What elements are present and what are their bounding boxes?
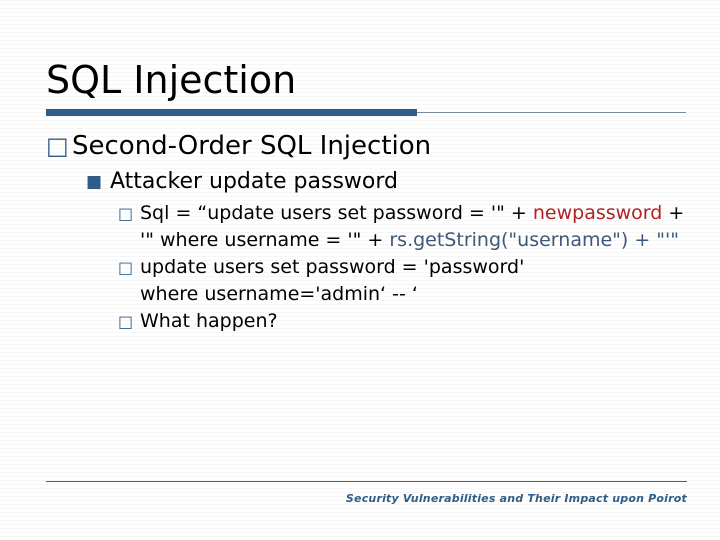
sql-segment-plain-1: Sql = “update users set password = '" + xyxy=(140,202,533,224)
bullet-level2-label: Attacker update password xyxy=(110,169,398,194)
sql-segment-plain-2: + '" where username = '" + xyxy=(140,202,685,251)
bullet-level1-label: Second-Order SQL Injection xyxy=(72,131,432,161)
hollow-square-bullet-icon: □ xyxy=(118,258,134,277)
bullet-level1-second-order-sql-injection: □ Second-Order SQL Injection xyxy=(46,128,686,164)
slide-body: □ Second-Order SQL Injection ■ Attacker … xyxy=(46,128,686,335)
sql-segment-newpassword-variable: newpassword xyxy=(532,202,663,224)
bullet-level3-sql-statement: □ Sql = “update users set password = '" … xyxy=(118,200,686,254)
title-block: SQL Injection xyxy=(46,58,676,102)
hollow-square-bullet-icon: □ xyxy=(46,132,69,160)
sql-segment-getstring-call: rs.getString("username") + "'" xyxy=(389,229,680,251)
bullet-level3-injected-query: □ update users set password = 'password'… xyxy=(118,254,686,308)
footer-text: Security Vulnerabilities and Their Impac… xyxy=(345,492,687,505)
page-title: SQL Injection xyxy=(46,58,297,102)
footer-divider xyxy=(46,481,687,482)
title-divider-accent-bar xyxy=(46,109,417,116)
bullet-level3-what-happen-label: What happen? xyxy=(140,310,278,332)
injected-query-line-2: where username='admin‘ -- ‘ xyxy=(140,283,418,305)
injected-query-line-1: update users set password = 'password' xyxy=(140,256,525,278)
bullet-level3-injected-query-text: update users set password = 'password' wh… xyxy=(140,254,524,308)
bullet-level3-sql-statement-text: Sql = “update users set password = '" + … xyxy=(140,200,686,254)
bullet-level3-what-happen: □ What happen? xyxy=(118,308,686,335)
title-divider xyxy=(46,107,686,119)
filled-square-bullet-icon: ■ xyxy=(86,172,103,192)
hollow-square-bullet-icon: □ xyxy=(118,312,134,331)
bullet-level2-attacker-update-password: ■ Attacker update password xyxy=(86,166,686,198)
hollow-square-bullet-icon: □ xyxy=(118,204,134,223)
